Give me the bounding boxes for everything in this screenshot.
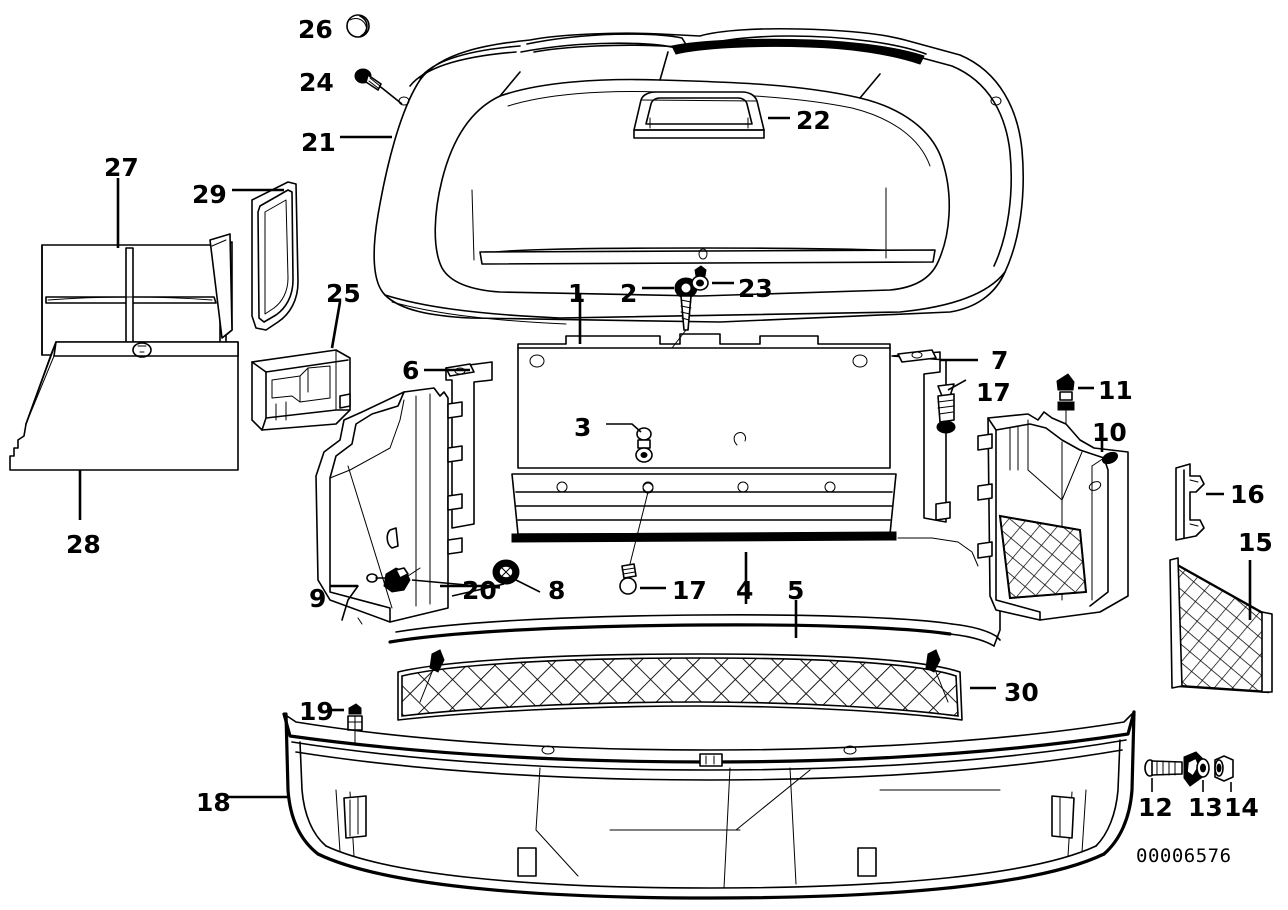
callout-10: 10: [1092, 418, 1127, 447]
callout-9: 9: [309, 584, 327, 613]
part-19-rivet: [330, 703, 363, 745]
callout-16: 16: [1230, 480, 1265, 509]
part-5-floor-trim: [388, 537, 1001, 647]
callout-17b: 17: [672, 576, 707, 605]
part-30-floor-net: [397, 649, 996, 721]
part-13-washer: [1183, 751, 1210, 792]
part-22-handle-trim: [633, 91, 790, 139]
callout-23: 23: [738, 274, 773, 303]
callout-29: 29: [192, 180, 227, 209]
callout-8: 8: [548, 576, 566, 605]
part-12-screw: [1144, 759, 1183, 792]
callout-2: 2: [620, 279, 638, 308]
part-11-clip: [1056, 373, 1094, 425]
part-26-cap: [346, 14, 370, 38]
part-29-seal-strip: [232, 181, 299, 331]
callout-15: 15: [1238, 528, 1273, 557]
part-9-left-side-trim: [315, 387, 463, 623]
callout-13: 13: [1188, 793, 1223, 822]
callout-4: 4: [736, 576, 754, 605]
callout-12: 12: [1138, 793, 1173, 822]
part-15-luggage-net: [1169, 557, 1273, 694]
callout-6: 6: [402, 356, 420, 385]
part-24-screw: [354, 68, 403, 105]
callout-22: 22: [796, 106, 831, 135]
part-16-net-bracket: [1175, 463, 1224, 541]
part-1-main-trim-panel: [511, 294, 897, 604]
callout-11: 11: [1098, 376, 1133, 405]
part-7-right-bracket: [891, 349, 978, 523]
part-10-right-side-trim: [977, 411, 1129, 621]
callout-24: 24: [299, 68, 334, 97]
part-18-rear-trim-panel: [228, 710, 1136, 900]
part-17-rivet-right: [936, 379, 967, 434]
part-23-clip: [691, 265, 734, 291]
diagram-id-number: 00006576: [1136, 845, 1232, 867]
callout-7: 7: [991, 346, 1009, 375]
callout-14: 14: [1224, 793, 1259, 822]
part-28-floor-cover: [9, 341, 239, 520]
part-20-lock: [357, 567, 505, 625]
part-14-nut: [1214, 755, 1234, 792]
callout-3: 3: [574, 413, 592, 442]
callout-20: 20: [462, 576, 497, 605]
callout-1: 1: [568, 279, 586, 308]
callout-18: 18: [196, 788, 231, 817]
callout-19: 19: [299, 697, 334, 726]
part-25-storage-tray: [251, 301, 351, 431]
callout-30: 30: [1004, 678, 1039, 707]
callout-25: 25: [326, 279, 361, 308]
part-21-lid-insulation: [340, 0, 1186, 325]
callout-21: 21: [301, 128, 336, 157]
part-8-grommet: [492, 559, 541, 593]
part-17-rivet-center: [619, 482, 666, 595]
callout-27: 27: [104, 153, 139, 182]
part-3-rivet: [606, 423, 653, 463]
callout-28: 28: [66, 530, 101, 559]
callout-5: 5: [787, 576, 805, 605]
callout-17: 17: [976, 378, 1011, 407]
callout-26: 26: [298, 15, 333, 44]
